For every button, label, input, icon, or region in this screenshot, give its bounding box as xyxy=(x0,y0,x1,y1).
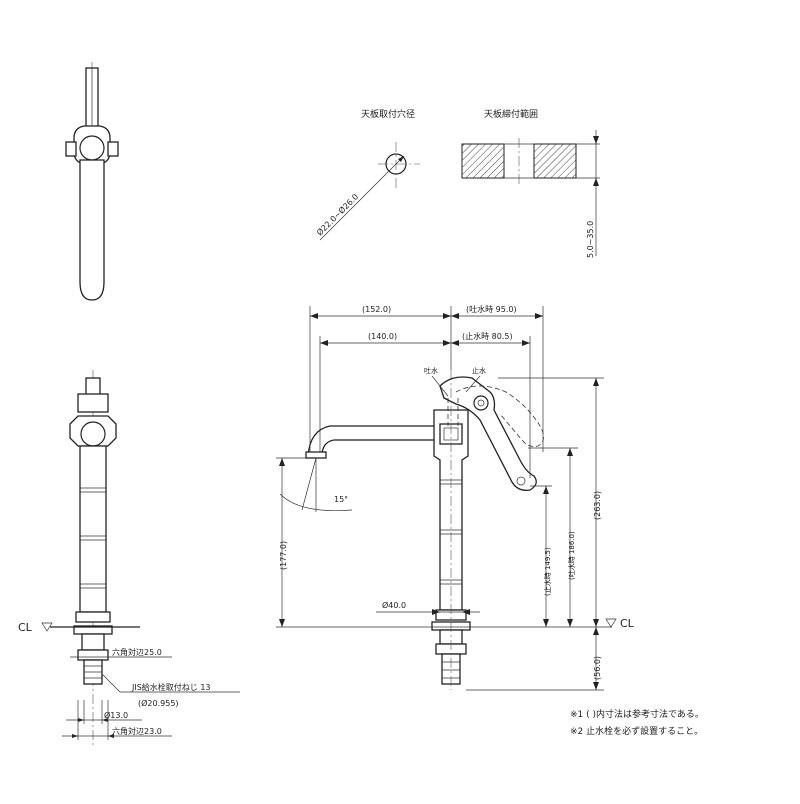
dim-149-label: (止水時 149.5) xyxy=(543,547,552,596)
diameter-40: Ø40.0 xyxy=(376,600,480,615)
dim-80-label: (止水時 80.5) xyxy=(462,331,513,341)
dim-263-label: (263.0) xyxy=(593,491,602,520)
jis-thread-label: JIS給水栓取付ねじ 13 xyxy=(131,682,211,692)
dim-186-label: (吐水時 186.0) xyxy=(567,531,576,580)
note-1: ※1 ( )内寸法は参考寸法である。 xyxy=(570,708,704,720)
spout-position-label: 吐水 xyxy=(424,366,438,375)
spout-angle: 15° xyxy=(279,457,353,512)
front-view xyxy=(276,370,612,690)
note-2: ※2 止水栓を必ず設置すること。 xyxy=(570,725,703,737)
lever-position-labels: 吐水 止水 xyxy=(424,366,486,397)
centerline-right: CL xyxy=(605,617,635,630)
notes: ※1 ( )内寸法は参考寸法である。 ※2 止水栓を必ず設置すること。 xyxy=(570,708,704,737)
hole-title: 天板取付穴径 xyxy=(361,108,415,120)
jis-thread-sub: (Ø20.955) xyxy=(138,698,179,708)
side-view-dimensions: 六角対辺25.0 JIS給水栓取付ねじ 13 (Ø20.955) Ø13.0 六… xyxy=(62,647,240,740)
vertical-dimensions: (177.0) (263.0) (吐水時 186.0) (止水時 149.5) … xyxy=(276,377,604,691)
d13-label: Ø13.0 xyxy=(104,710,128,720)
cl-left-label: CL xyxy=(18,621,33,634)
dim-140-label: (140.0) xyxy=(368,332,397,341)
cl-right-label: CL xyxy=(620,617,635,630)
hex23-label: 六角対辺23.0 xyxy=(112,726,162,736)
clamp-title: 天板締付範囲 xyxy=(484,108,538,120)
dim-152-label: (152.0) xyxy=(362,305,391,314)
mount-hole-detail: 天板取付穴径 Ø22.0~Ø26.0 xyxy=(314,108,420,241)
hex25-label: 六角対辺25.0 xyxy=(112,647,162,657)
clamp-range-detail: 天板締付範囲 5.0~35.0 xyxy=(461,108,600,258)
centerline-left: CL xyxy=(18,621,53,634)
side-view xyxy=(50,370,140,745)
dim-95-label: (吐水時 95.0) xyxy=(466,304,517,314)
stop-position-label: 止水 xyxy=(472,366,486,375)
hole-diameter-label: Ø22.0~Ø26.0 xyxy=(314,192,360,238)
angle-label: 15° xyxy=(334,495,348,504)
top-view xyxy=(65,62,119,301)
dim-56-label: (56.0) xyxy=(593,656,602,680)
clamp-range-label: 5.0~35.0 xyxy=(586,221,595,258)
dim-177-label: (177.0) xyxy=(279,541,288,570)
dim-40-label: Ø40.0 xyxy=(382,600,406,610)
horizontal-dimensions: (152.0) (吐水時 95.0) (140.0) (止水時 80.5) xyxy=(309,304,544,478)
